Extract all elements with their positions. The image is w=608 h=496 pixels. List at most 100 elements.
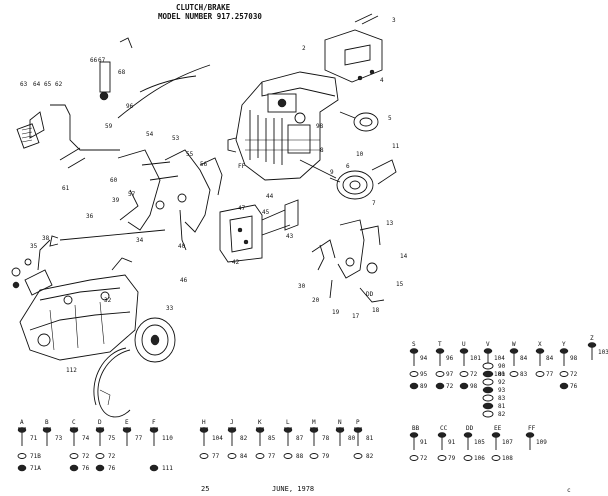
- hardware-part-number: 108: [502, 455, 513, 462]
- callout: 60: [110, 177, 118, 184]
- bolt-head-icon: [17, 427, 27, 433]
- stack-part-number: 83: [498, 395, 506, 402]
- stack-part-number: 82: [498, 411, 506, 418]
- callout: 64: [33, 81, 41, 88]
- washer-icon: [437, 455, 447, 461]
- hardware-part-number: 104: [212, 435, 223, 442]
- hardware-part-number: 81: [366, 435, 374, 442]
- hardware-part-number: 104: [494, 355, 505, 362]
- brake-bracket: [219, 199, 299, 263]
- stack-washer-icon: [482, 394, 494, 402]
- callout: 19: [332, 309, 340, 316]
- nut-icon: [435, 382, 445, 390]
- clutch-drum: [329, 159, 397, 200]
- callout: 2: [302, 45, 306, 52]
- title-line-1: CLUTCH/BRAKE: [176, 3, 231, 12]
- callout: 20: [312, 297, 320, 304]
- stack-washer-icon: [482, 410, 494, 418]
- bolt-head-icon: [535, 348, 545, 354]
- hardware-part-number: 77: [135, 435, 143, 442]
- clutch-lever-assembly: [117, 149, 223, 251]
- bolt-head-icon: [353, 427, 363, 433]
- callout: 39: [112, 197, 120, 204]
- washer-icon: [95, 453, 105, 459]
- stack-part-number: 92: [498, 379, 506, 386]
- nut-icon: [459, 382, 469, 390]
- hardware-letter: L: [286, 419, 290, 426]
- hardware-letter: X: [538, 341, 542, 348]
- hardware-part-number: 72: [570, 371, 578, 378]
- stack-washer-icon: [482, 386, 494, 394]
- bolt-head-icon: [283, 427, 293, 433]
- washer-icon: [435, 371, 445, 377]
- stack-part-number: 90: [498, 363, 506, 370]
- callout: 40: [178, 243, 186, 250]
- engine-assembly: [227, 71, 339, 181]
- hardware-part-number: 84: [546, 355, 554, 362]
- hardware-part-number: 83: [520, 371, 528, 378]
- callout: 3: [392, 17, 396, 24]
- hardware-legend-right: S949589T969772U1017298V104100W8483X8477Y…: [409, 335, 608, 462]
- hardware-part-number: 109: [536, 439, 547, 446]
- callout-labels: 2 3 4 5 6 7 8 9 10 11 13 14 15 17 18 19 …: [20, 17, 408, 374]
- hardware-letter: Z: [590, 335, 594, 342]
- hardware-letter: B: [45, 419, 49, 426]
- washer-icon: [409, 371, 419, 377]
- washer-icon: [283, 453, 293, 459]
- stack-part-number: 81: [498, 371, 506, 378]
- washer-icon: [535, 371, 545, 377]
- callout: 112: [66, 367, 77, 374]
- page-number: 25: [201, 485, 209, 493]
- washer-icon: [409, 455, 419, 461]
- callout: 43: [286, 233, 294, 240]
- hardware-part-number: 82: [240, 435, 248, 442]
- bolt-head-icon: [95, 427, 105, 433]
- washer-icon: [255, 453, 265, 459]
- bolt-head-icon: [409, 348, 419, 354]
- hardware-part-number: 80: [348, 435, 356, 442]
- callout: DD: [366, 291, 374, 298]
- hardware-legend-left: A7171B71AB73C747276D757276E77F110111H104…: [17, 419, 374, 472]
- hardware-part-number: 88: [296, 453, 304, 460]
- hardware-letter: EE: [494, 425, 502, 432]
- hardware-letter: S: [412, 341, 416, 348]
- callout: 10: [356, 151, 364, 158]
- callout: 55: [186, 151, 194, 158]
- stack-washer-icon: [482, 362, 494, 370]
- bolt-head-icon: [409, 432, 419, 438]
- callout: 18: [372, 307, 380, 314]
- bolt-head-icon: [335, 427, 345, 433]
- hardware-letter: Y: [562, 341, 566, 348]
- hardware-part-number: 75: [108, 435, 116, 442]
- transaxle-housing: [19, 257, 139, 361]
- stack-part-number: 81: [498, 403, 506, 410]
- hardware-part-number: 78: [322, 435, 330, 442]
- hardware-part-number: 111: [162, 465, 173, 472]
- callout: 33: [166, 305, 174, 312]
- hardware-letter: N: [338, 419, 342, 426]
- hardware-letter: BB: [412, 425, 420, 432]
- nut-icon: [149, 464, 159, 472]
- left-washer-stack: [11, 258, 53, 296]
- callout: 98: [316, 123, 324, 130]
- hardware-part-number: 97: [446, 371, 454, 378]
- stack-washer-icon: [482, 378, 494, 386]
- hardware-part-number: 72: [470, 371, 478, 378]
- callout: 66: [90, 57, 98, 64]
- washer-icon: [309, 453, 319, 459]
- hardware-letter: CC: [440, 425, 448, 432]
- bolt-head-icon: [491, 432, 501, 438]
- control-cable: [99, 37, 211, 119]
- callout: 57: [128, 191, 136, 198]
- hardware-part-number: 72: [446, 383, 454, 390]
- callout: 32: [104, 297, 112, 304]
- callout: 65: [44, 81, 52, 88]
- hardware-letter: M: [312, 419, 316, 426]
- hardware-part-number: 84: [240, 453, 248, 460]
- callout: 63: [20, 81, 28, 88]
- callout: 96: [126, 103, 134, 110]
- hardware-part-number: 110: [162, 435, 173, 442]
- hardware-part-number: 71A: [30, 465, 41, 472]
- shroud-bracket: [324, 13, 383, 83]
